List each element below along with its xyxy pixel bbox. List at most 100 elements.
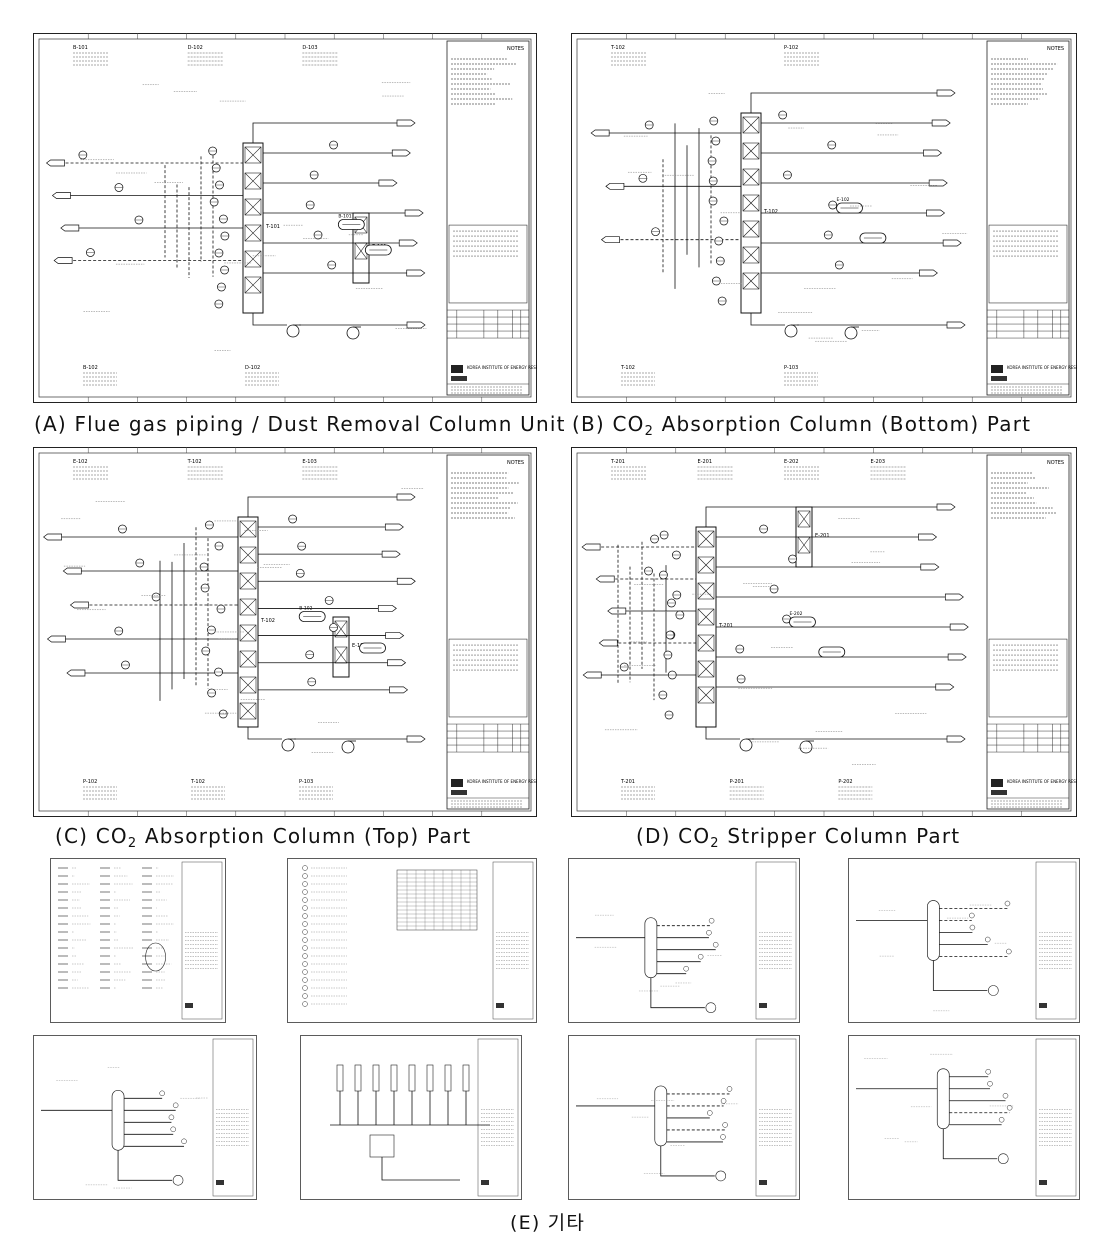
legend-bubble [302,985,308,991]
off-page-connector [944,593,964,601]
packing-section [697,556,715,574]
packing-section [742,194,760,212]
off-page-connector [69,601,89,609]
footer-equipment-tag: P-103 [784,365,798,371]
off-page-connector [946,735,966,743]
off-page-connector [66,669,86,677]
process-line [942,1128,998,1160]
packing-section [742,168,760,186]
pump [997,1153,1009,1165]
packing-cross [697,582,715,600]
instrument-bubble [708,917,715,924]
packing-section [239,650,257,668]
equipment-tag: E-102 [836,197,849,203]
off-page-connector [923,149,943,157]
packing-cross [244,198,262,216]
column-vessel [242,142,264,314]
misc-drawing-8 [848,1035,1080,1200]
instrument-bubble [720,1098,727,1104]
legend-bubble [302,921,308,927]
off-page-connector [404,209,424,217]
instrument-bubble [697,953,704,960]
footer-equipment-tag: T-102 [620,365,635,371]
footer-equipment-tag: B-102 [83,365,98,371]
off-page-connector [60,224,80,232]
process-line [252,122,397,143]
packing-section [697,634,715,652]
off-page-connector [598,639,618,647]
packing-cross [334,620,348,638]
org-logo [991,365,1003,373]
instrument-bubble [707,1110,713,1116]
sheet-border [848,1035,1080,1200]
org-name: KOREA INSTITUTE OF ENERGY RESEARCH [467,365,537,370]
off-page-connector [385,632,405,639]
abbreviation-table [396,869,478,931]
caption-d-sub: 2 [710,836,720,851]
off-page-connector [396,577,416,585]
packing-cross [742,116,760,134]
legend-bubble [302,873,308,879]
notes-title: NOTES [507,46,524,52]
vessel [926,900,940,961]
off-page-connector [381,550,401,558]
off-page-connector [396,493,416,501]
misc-sheet-5 [33,1035,257,1200]
equipment-tag: B-101 [338,214,351,220]
sheet-border [300,1035,522,1200]
caption-b-post: Absorption Column (Bottom) Part [654,412,1032,436]
org-logo [216,1180,224,1185]
legend-bubble [302,905,308,911]
title-block [755,1038,797,1197]
packing-cross [244,172,262,190]
instrument-bubble [726,1086,733,1092]
packing-cross [244,276,262,294]
packing-cross [239,572,257,590]
misc-sheet-6 [300,1035,522,1200]
org-name: KOREA INSTITUTE OF ENERGY RESEARCH [1007,365,1077,370]
off-page-connector [377,605,397,612]
caption-d-pre: (D) CO [636,824,711,848]
packing-section [742,220,760,238]
notes-title: NOTES [507,460,524,466]
title-block [492,861,534,1020]
caption-b: (B) CO2 Absorption Column (Bottom) Part [572,412,1031,439]
packing-section [244,146,262,164]
instrument-bubble [172,1102,179,1109]
instrument-bubble [969,924,976,931]
header-equipment-tag: E-202 [784,459,799,465]
misc-sheet-2 [287,858,537,1023]
header-equipment-tag: E-102 [73,459,88,465]
packing-section [697,582,715,600]
pump [172,1175,184,1186]
company-logo [451,376,467,381]
legend-bubble [302,945,308,951]
legend-bubble [302,993,308,999]
off-page-connector [406,735,426,743]
off-page-connector [378,179,398,187]
pump [844,326,858,340]
org-name: KOREA INSTITUTE OF ENERGY RESEARCH [1007,779,1077,784]
off-page-connector [43,533,62,541]
off-page-connector [62,567,82,575]
packing-section [239,572,257,590]
packing-section [742,246,760,264]
equipment-tag: T-102 [260,618,275,624]
packing-cross [697,530,715,548]
packing-cross [239,624,257,642]
packing-section [742,272,760,290]
packing-section [239,624,257,642]
instrument-bubble [1006,948,1012,955]
footer-equipment-tag: T-102 [190,779,205,785]
packing-cross [742,142,760,160]
legend-bubble [302,881,308,887]
off-page-connector [46,635,66,643]
org-logo [1039,1180,1047,1185]
instrument-bubble [969,912,975,919]
sheet-border [568,1035,800,1200]
process-line [252,313,287,326]
packing-section [742,116,760,134]
caption-b-pre: (B) CO [572,412,645,436]
company-logo [451,790,467,795]
